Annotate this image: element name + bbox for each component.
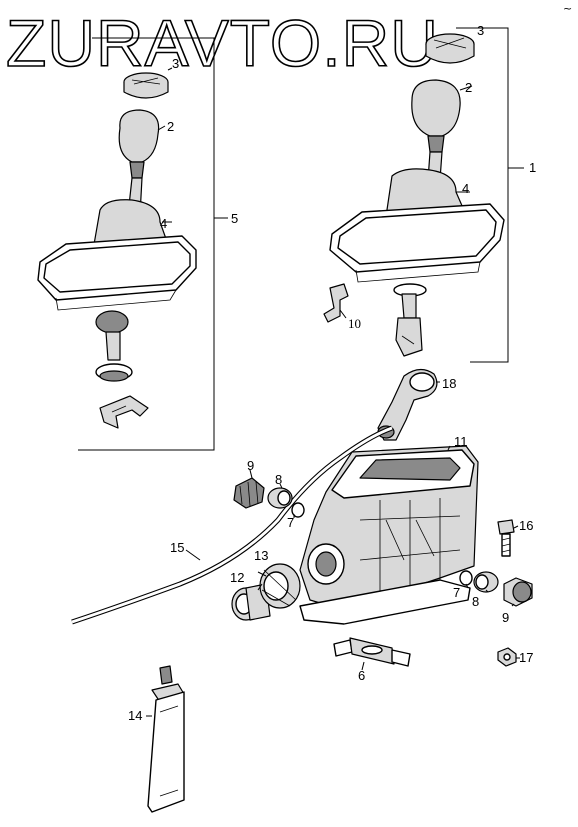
- gear-housing-11: [299, 445, 479, 625]
- nut-17: [497, 647, 517, 667]
- callout-3-right: 3: [477, 23, 484, 38]
- left-assembly: [37, 37, 228, 451]
- callout-16: 16: [519, 518, 533, 533]
- callout-13: 13: [254, 548, 268, 563]
- bolt-16: [497, 519, 515, 557]
- clip-part: [99, 395, 149, 429]
- callout-8-left: 8: [275, 472, 282, 487]
- callout-18: 18: [442, 376, 456, 391]
- leader-lines: [146, 445, 520, 717]
- right-assembly: [323, 27, 524, 363]
- bushing-9-left: [233, 477, 265, 509]
- callout-5: 5: [231, 211, 238, 226]
- clip-part-10: [323, 283, 349, 323]
- watermark-text: ZURAVTO.RU: [6, 6, 439, 80]
- lever-lower-part-right: [393, 283, 427, 357]
- housing-assembly: [71, 368, 533, 671]
- callout-12: 12: [230, 570, 244, 585]
- grommet-12: [231, 583, 271, 621]
- grommet-13: [259, 563, 301, 609]
- bushing-8-left: [267, 487, 293, 509]
- boot-part-right: [329, 168, 505, 283]
- bushing-8-right: [473, 571, 499, 593]
- callout-2-right: 2: [465, 80, 472, 95]
- callout-15: 15: [170, 540, 184, 555]
- callout-17: 17: [519, 650, 533, 665]
- callout-4-right: 4: [462, 181, 469, 196]
- cap-part-right: [425, 33, 475, 64]
- callout-1: 1: [529, 160, 536, 175]
- callout-10: 10: [348, 316, 361, 331]
- callout-3-left: 3: [172, 56, 179, 71]
- boot-part: [37, 199, 197, 311]
- o-ring-7-right: [459, 570, 473, 586]
- o-ring-7-left: [291, 502, 305, 518]
- callout-8-right: 8: [472, 594, 479, 609]
- grease-tube-14: [147, 665, 185, 813]
- knob-part-right: [411, 79, 461, 181]
- cap-part: [123, 72, 169, 99]
- callout-9-right: 9: [502, 610, 509, 625]
- callout-14: 14: [128, 708, 142, 723]
- callout-11: 11: [454, 434, 468, 449]
- callout-labels: 1 2 2 3 3 4 4 5 6 7 7 8 8 9 9 10 11 12 1…: [128, 23, 536, 723]
- cap-9-right: [503, 577, 533, 607]
- callout-7-right: 7: [453, 585, 460, 600]
- tilde-glyph-icon: ~: [563, 2, 572, 15]
- lever-lower-part: [95, 310, 133, 382]
- link-rod-6: [333, 637, 411, 667]
- callout-9-left: 9: [247, 458, 254, 473]
- callout-2-left: 2: [167, 119, 174, 134]
- callout-6: 6: [358, 668, 365, 683]
- callout-4-left: 4: [160, 216, 167, 231]
- callout-7-left: 7: [287, 515, 294, 530]
